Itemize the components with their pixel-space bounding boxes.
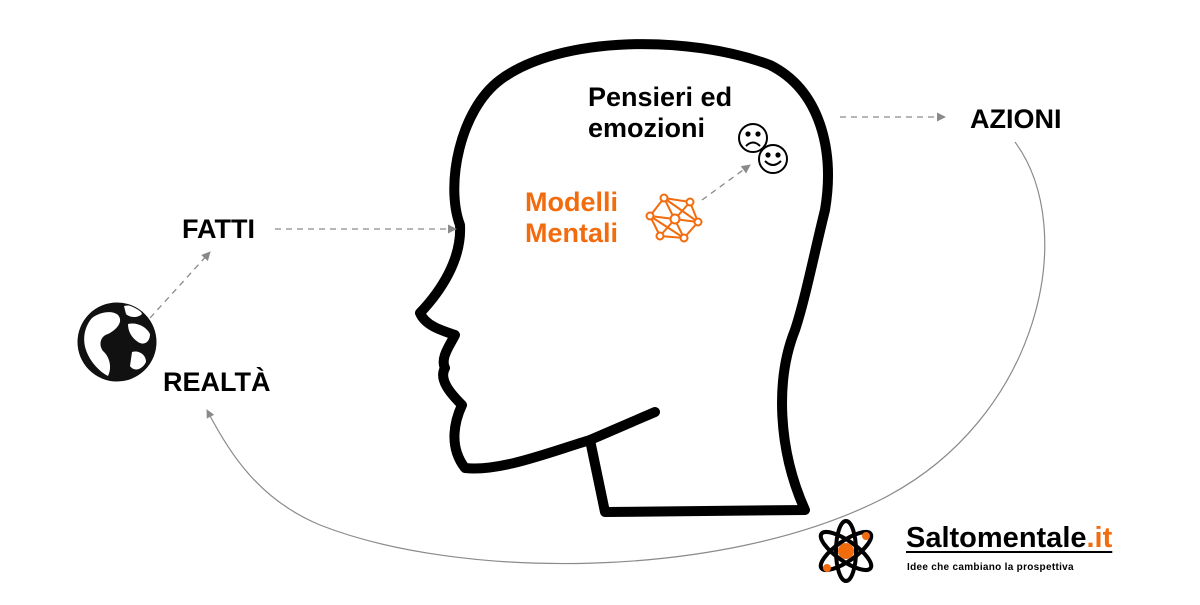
arrow-azioni-to-realta bbox=[206, 141, 1046, 565]
brand-name-main: Saltomentale bbox=[906, 522, 1087, 554]
realta-label: REALTÀ bbox=[163, 367, 271, 397]
modelli-line-2: Mentali bbox=[525, 218, 619, 248]
atom-logo-icon bbox=[818, 519, 874, 583]
pensieri-line-1: Pensieri ed bbox=[588, 82, 733, 112]
arrow-realta-to-fatti bbox=[149, 251, 211, 319]
modelli-line-1: Modelli bbox=[525, 187, 618, 217]
globe-icon bbox=[77, 302, 157, 382]
modelli-mentali-label: Modelli Mentali bbox=[525, 187, 618, 249]
network-icon bbox=[645, 193, 703, 243]
arrow-modelli-to-pensieri bbox=[701, 164, 751, 201]
sad-face-icon bbox=[738, 123, 768, 153]
fatti-label: FATTI bbox=[182, 214, 255, 244]
happy-face-icon bbox=[758, 144, 788, 174]
brand-tagline: Idee che cambiano la prospettiva bbox=[907, 562, 1074, 573]
head-silhouette-icon bbox=[415, 39, 833, 517]
pensieri-emozioni-label: Pensieri ed emozioni bbox=[588, 82, 732, 144]
brand-tld: .it bbox=[1086, 522, 1113, 554]
azioni-label: AZIONI bbox=[970, 104, 1062, 134]
pensieri-line-2: emozioni bbox=[588, 113, 706, 143]
neck-line bbox=[585, 407, 660, 445]
brand-name[interactable]: Saltomentale.it bbox=[906, 524, 1112, 553]
